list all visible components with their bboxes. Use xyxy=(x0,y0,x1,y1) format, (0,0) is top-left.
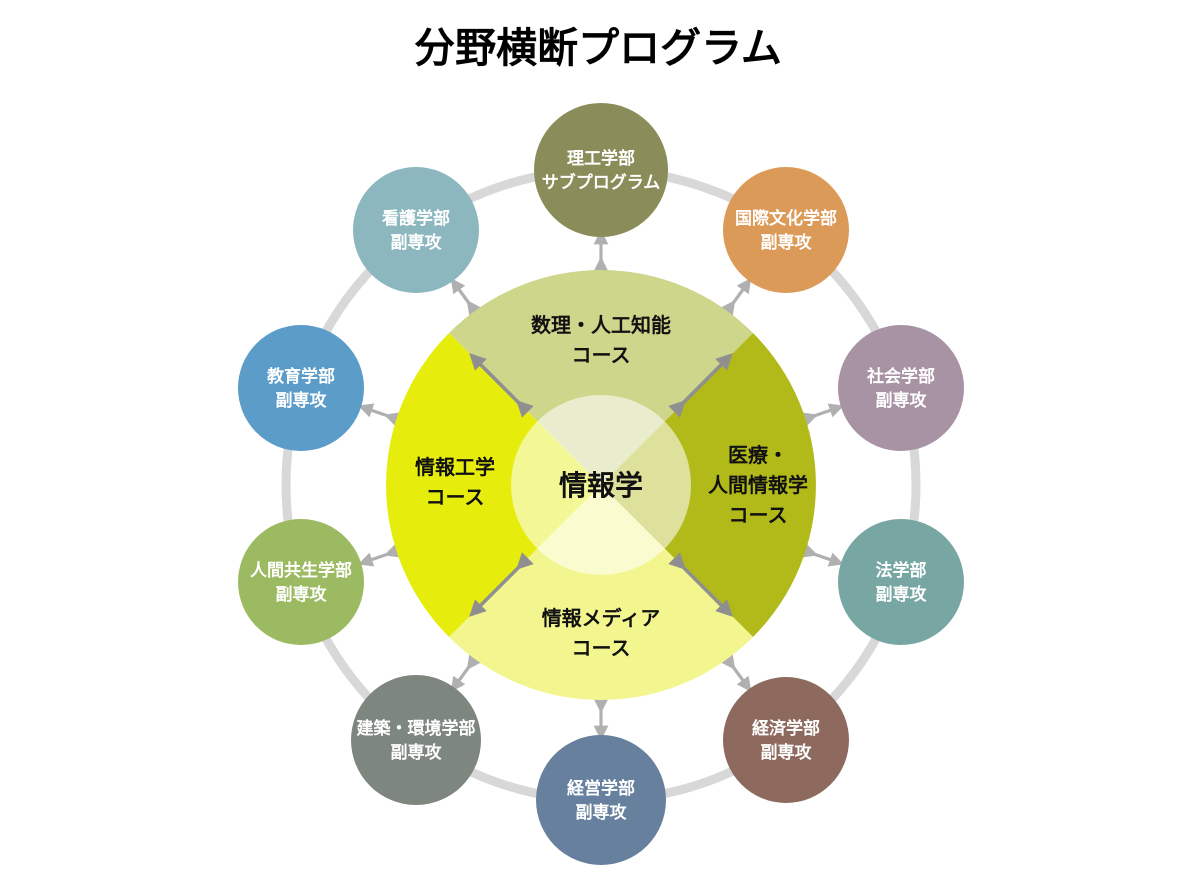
faculty-circle-education xyxy=(238,325,364,451)
faculty-node-education: 教育学部 副専攻 xyxy=(238,325,364,451)
faculty-label-line1: 教育学部 xyxy=(266,366,335,387)
faculty-label-line1: 看護学部 xyxy=(381,208,450,229)
course-labels: 数理・人工知能 コース 医療・ 人間情報学 コース 情報メディア コース 情報工… xyxy=(415,313,808,660)
faculty-circle-human-symbiosis xyxy=(238,519,364,645)
faculty-node-business-administration: 経営学部 副専攻 xyxy=(536,735,666,865)
faculty-label-line2: 副専攻 xyxy=(761,742,813,763)
faculty-node-law: 法学部 副専攻 xyxy=(838,519,964,645)
math-ai-course-label-line1: 数理・人工知能 xyxy=(531,313,671,337)
faculty-label-line2: 副専攻 xyxy=(276,390,328,411)
faculty-node-science-engineering: 理工学部 サブプログラム xyxy=(534,103,668,237)
faculty-label-line1: 経営学部 xyxy=(567,778,635,799)
course-wedge-information-engineering xyxy=(386,333,601,637)
engineering-course-label-line2: コース xyxy=(426,485,485,509)
medical-course-label-line3: コース xyxy=(729,503,788,527)
faculty-circle-law xyxy=(838,519,964,645)
core-circle xyxy=(386,270,816,700)
faculty-circle-science-engineering xyxy=(534,103,668,237)
faculty-circle-nursing xyxy=(353,167,479,293)
faculty-label-line2: サブプログラム xyxy=(542,172,661,193)
informatics-label: 情報学 xyxy=(559,469,643,502)
course-wedge-medical-human-informatics xyxy=(601,333,816,637)
faculty-label-line2: 副専攻 xyxy=(876,584,928,605)
arrow-intercultural xyxy=(720,278,752,317)
faculty-label-line2: 副専攻 xyxy=(876,390,928,411)
faculty-label-line1: 理工学部 xyxy=(567,148,635,169)
arrow-se-diagonal xyxy=(668,552,733,617)
media-course-label-line1: 情報メディア xyxy=(542,606,661,630)
arrow-sociology xyxy=(801,403,844,427)
media-course-label-line2: コース xyxy=(572,636,631,660)
faculty-label-line1: 法学部 xyxy=(876,560,927,581)
faculty-label-line1: 国際文化学部 xyxy=(735,208,837,229)
faculty-circles: 理工学部 サブプログラム 国際文化学部 副専攻 社会学部 副専攻 法学部 副専攻… xyxy=(238,103,964,865)
faculty-circle-architecture-environment xyxy=(351,675,481,805)
diagram-title: 分野横断プログラム xyxy=(414,24,782,72)
arrow-economics xyxy=(720,653,752,692)
faculty-label-line2: 副専攻 xyxy=(391,742,443,763)
faculty-node-human-symbiosis: 人間共生学部 副専攻 xyxy=(238,519,364,645)
course-wedge-math-ai xyxy=(449,270,753,485)
arrow-education xyxy=(358,403,401,427)
medical-course-label-line2: 人間情報学 xyxy=(708,473,808,497)
faculty-label-line2: 副専攻 xyxy=(761,232,813,253)
arrow-sw-diagonal xyxy=(469,552,534,617)
faculty-label-line1: 社会学部 xyxy=(866,366,935,387)
arrow-ne-diagonal xyxy=(668,353,733,418)
faculty-circle-intercultural-studies xyxy=(723,167,849,293)
math-ai-course-label-line2: コース xyxy=(572,343,631,367)
faculty-node-intercultural-studies: 国際文化学部 副専攻 xyxy=(723,167,849,293)
engineering-course-label-line1: 情報工学 xyxy=(415,455,495,479)
arrow-law xyxy=(801,543,844,567)
arrow-architecture xyxy=(450,653,482,692)
arrow-human-symbiosis xyxy=(358,543,401,567)
arrow-nursing xyxy=(450,278,482,317)
faculty-circle-business-administration xyxy=(536,735,666,865)
course-wedge-information-media xyxy=(449,485,753,700)
faculty-node-nursing: 看護学部 副専攻 xyxy=(353,167,479,293)
faculty-label-line1: 経済学部 xyxy=(752,718,820,739)
faculty-label-line2: 副専攻 xyxy=(391,232,443,253)
faculty-node-architecture-environment: 建築・環境学部 副専攻 xyxy=(351,675,481,805)
faculty-circle-economics xyxy=(723,677,849,803)
course-exchange-arrows xyxy=(469,353,733,617)
informatics-hub-circle xyxy=(511,395,691,575)
medical-course-label-line1: 医療・ xyxy=(728,443,788,467)
faculty-label-line2: 副専攻 xyxy=(576,802,628,823)
arrow-nw-diagonal xyxy=(469,353,534,418)
faculty-label-line1: 建築・環境学部 xyxy=(357,718,476,739)
faculty-label-line2: 副専攻 xyxy=(276,584,328,605)
faculty-circle-sociology xyxy=(838,325,964,451)
faculty-node-sociology: 社会学部 副専攻 xyxy=(838,325,964,451)
faculty-core-arrows xyxy=(358,229,844,741)
faculty-label-line1: 人間共生学部 xyxy=(250,560,352,581)
faculty-node-economics: 経済学部 副専攻 xyxy=(723,677,849,803)
